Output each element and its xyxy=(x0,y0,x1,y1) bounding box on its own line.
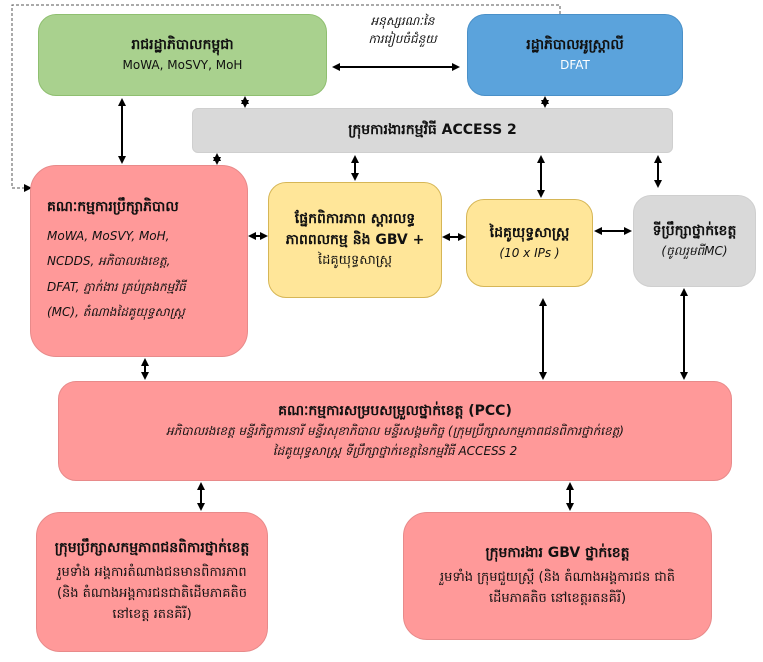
member-line: (MC), តំណាងដៃគូយុទ្ធសាស្ត្រ xyxy=(47,304,185,319)
provincial-advisor-box: ទីប្រឹក្សាថ្នាក់ខេត្ត (ចូលរួមពីMC) xyxy=(633,195,756,287)
box-title: រដ្ឋាភិបាលអូស្ត្រាលី xyxy=(526,36,624,53)
disability-unit-box: ផ្នែកពិការភាព ស្តារលទ្ធ ភាពពលកម្ម និង GB… xyxy=(268,182,442,298)
gbv-group-box: ក្រុមការងារ GBV ថ្នាក់ខេត្ត រួមទាំង ក្រុ… xyxy=(403,512,712,640)
pcc-line: ដៃគូយុទ្ធសាស្ត្រ ទីប្រឹក្សាថ្នាក់ខេត្តនៃ… xyxy=(272,443,518,458)
member-line: MoWA, MoSVY, MoH, xyxy=(47,229,170,244)
member-line: NCDDS, អភិបាលរងខេត្ត, xyxy=(47,254,171,269)
box-title: គណៈកម្មការប្រឹក្សាភិបាល xyxy=(47,199,179,216)
box-title: ដៃគូយុទ្ធសាស្ត្រ xyxy=(489,224,570,241)
box-title: ក្រុមប្រឹក្សាសកម្មភាពជនពិការថ្នាក់ខេត្ត xyxy=(54,540,250,557)
unit-line: ដៃគូយុទ្ធសាស្ត្រ xyxy=(317,252,392,268)
box-title: រាជរដ្ឋាភិបាលកម្ពុជា xyxy=(131,36,234,53)
unit-line: ភាពពលកម្ម និង GBV + xyxy=(285,231,425,248)
australia-government-box: រដ្ឋាភិបាលអូស្ត្រាលី DFAT xyxy=(467,14,683,96)
board-members: MoWA, MoSVY, MoH, NCDDS, អភិបាលរងខេត្ត, … xyxy=(47,224,186,325)
box-title: ទីប្រឹក្សាថ្នាក់ខេត្ត xyxy=(652,222,737,239)
access2-team-box: ក្រុមការងារកម្មវិធី ACCESS 2 xyxy=(192,108,673,153)
governance-board-box: គណៈកម្មការប្រឹក្សាភិបាល MoWA, MoSVY, MoH… xyxy=(30,165,248,357)
box-subtitle: DFAT xyxy=(560,57,590,72)
dashed-connector xyxy=(11,4,561,192)
strategic-partners-box: ដៃគូយុទ្ធសាស្ត្រ (10 x IPs ) xyxy=(466,199,593,287)
mou-line: អនុស្សរណៈនៃ xyxy=(370,14,435,28)
box-title: ក្រុមការងារកម្មវិធី ACCESS 2 xyxy=(348,122,517,138)
box-subtitle: (10 x IPs ) xyxy=(499,245,560,260)
disability-council-box: ក្រុមប្រឹក្សាសកម្មភាពជនពិការថ្នាក់ខេត្ត … xyxy=(36,512,268,652)
box-subtitle: (ចូលរួមពីMC) xyxy=(661,243,728,258)
box-title: គណៈកម្មការសម្របសម្រួលថ្នាក់ខេត្ត (PCC) xyxy=(278,403,512,420)
cambodia-government-box: រាជរដ្ឋាភិបាលកម្ពុជា MoWA, MoSVY, MoH xyxy=(38,14,327,96)
mou-label: អនុស្សរណៈនៃ ការរៀបចំជំនួយ xyxy=(345,12,460,48)
box-subtitle: MoWA, MoSVY, MoH xyxy=(122,57,243,72)
mou-line: ការរៀបចំជំនួយ xyxy=(368,32,437,46)
pcc-line: អភិបាលរងខេត្ត មន្ទីរកិច្ចការនារី មន្ទីរស… xyxy=(166,424,624,439)
pcc-box: គណៈកម្មការសម្របសម្រួលថ្នាក់ខេត្ត (PCC) អ… xyxy=(58,381,732,481)
member-line: DFAT, ភ្នាក់ងារ គ្រប់គ្រងកម្មវិធី xyxy=(47,279,186,294)
box-body: រួមទាំង ក្រុមជួយស្ត្រី (និង តំណាងអង្គការ… xyxy=(439,569,675,606)
box-title: ក្រុមការងារ GBV ថ្នាក់ខេត្ត xyxy=(485,544,630,561)
unit-line: ផ្នែកពិការភាព ស្តារលទ្ធ xyxy=(294,210,416,227)
box-body: រួមទាំង អង្គការតំណាងជនមានពិការភាព (និង ត… xyxy=(56,565,248,622)
